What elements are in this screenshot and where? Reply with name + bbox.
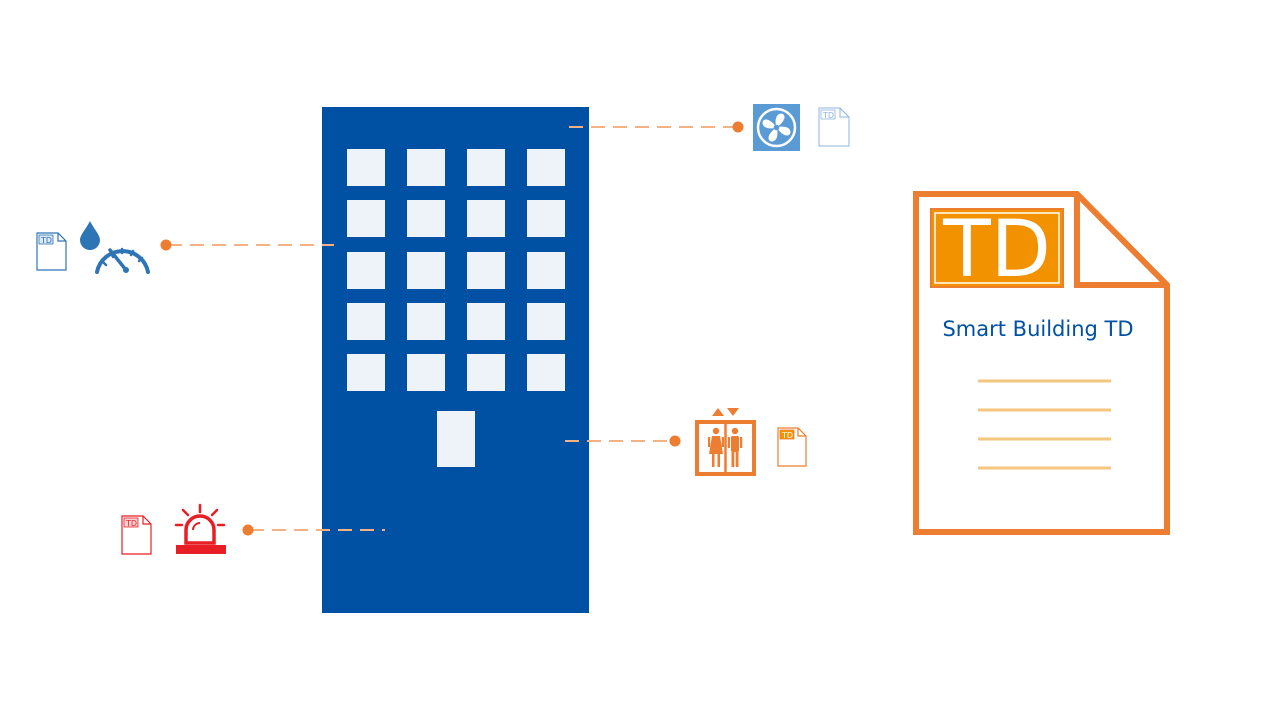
building-window: [527, 200, 565, 237]
building-window: [407, 303, 445, 340]
elevator-td-document-icon: TD: [777, 427, 807, 467]
fan-icon: [753, 104, 800, 151]
building-window: [347, 303, 385, 340]
fan-td-document-icon: TD: [818, 107, 850, 147]
connector-elevator-dot: [669, 435, 681, 447]
building-window: [467, 354, 505, 391]
elevator-td-label: TD: [781, 431, 793, 440]
building-window: [467, 303, 505, 340]
building-window: [347, 149, 385, 186]
building-door: [437, 411, 475, 467]
td-logo-box: [930, 208, 1064, 288]
building: [322, 107, 589, 613]
td-document-lines: [978, 379, 1111, 470]
building-window: [347, 200, 385, 237]
building-windows: [347, 149, 565, 391]
connector-dots: [160, 121, 744, 536]
pressure-gauge-icon: [95, 247, 150, 274]
elevator-icon: [695, 408, 756, 476]
connector-alarm-dot: [242, 524, 254, 536]
connectors: [168, 126, 736, 531]
building-window: [527, 252, 565, 289]
connector-water-dot: [160, 239, 172, 251]
alarm-siren-icon: [174, 503, 226, 554]
connector-fan-dot: [732, 121, 744, 133]
building-window: [407, 354, 445, 391]
water-td-document-icon: TD: [36, 232, 67, 271]
water-td-label: TD: [40, 236, 52, 245]
building-window: [467, 252, 505, 289]
building-window: [347, 354, 385, 391]
alarm-td-document-icon: TD: [121, 515, 152, 555]
fan-td-label: TD: [822, 111, 834, 120]
building-window: [467, 200, 505, 237]
building-window: [527, 303, 565, 340]
alarm-td-label: TD: [125, 519, 137, 528]
building-window: [467, 149, 505, 186]
building-window: [407, 252, 445, 289]
building-window: [527, 149, 565, 186]
building-window: [407, 200, 445, 237]
building-window: [527, 354, 565, 391]
building-window: [347, 252, 385, 289]
td-document-title: Smart Building TD: [942, 317, 1133, 341]
td-logo-text: TD: [942, 205, 1051, 295]
td-document-icon: TD Smart Building TD: [913, 191, 1170, 535]
building-window: [407, 149, 445, 186]
water-drop-icon: [80, 221, 100, 250]
